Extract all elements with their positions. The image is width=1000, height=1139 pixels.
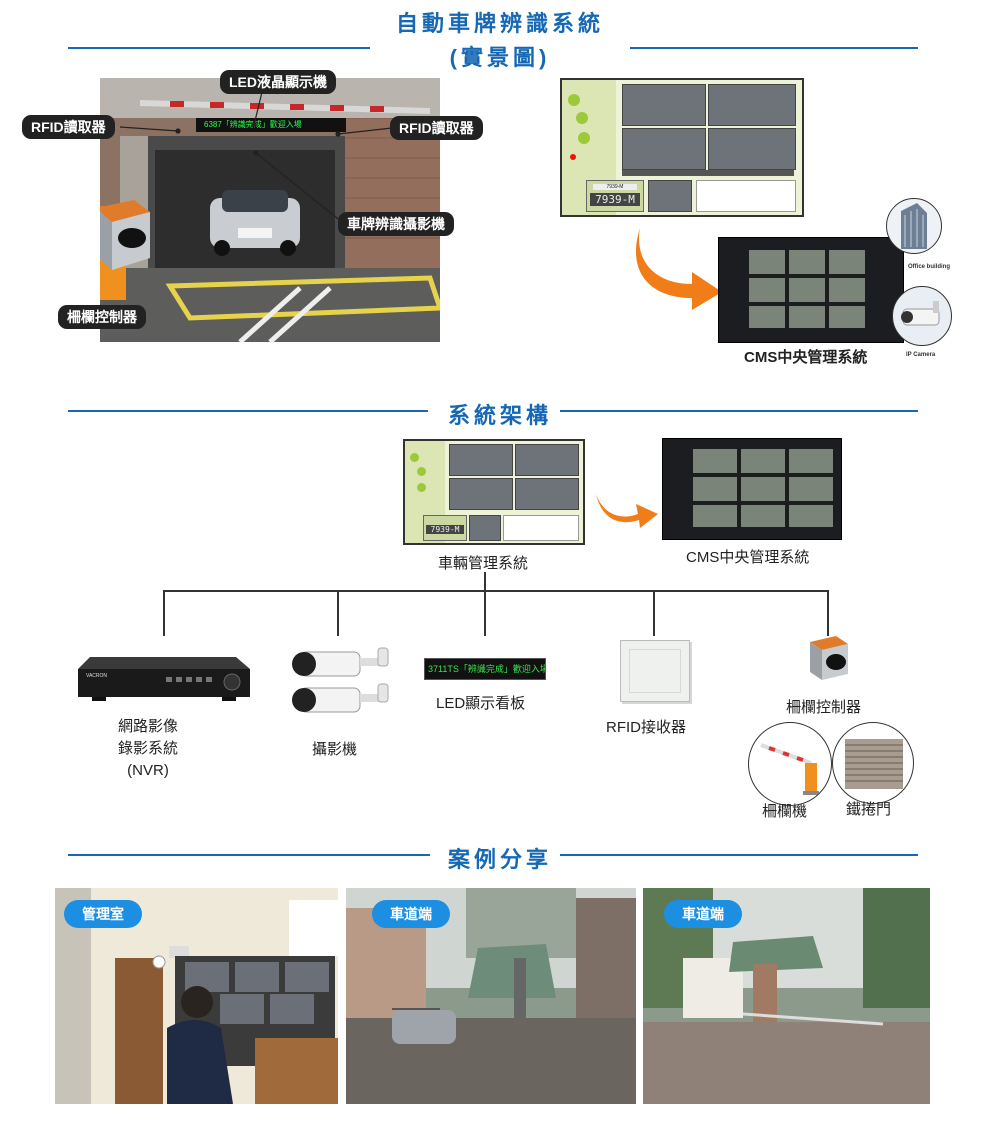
nvr-brand: VACRON [86,673,108,679]
divider-line [630,47,918,49]
nvr-label-line3: (NVR) [127,762,169,779]
screen-plate-small: 7939-M [593,184,637,190]
rfid-receiver-label: RFID接收器 [606,719,686,736]
tree-connector [484,572,486,636]
cms-label-arch: CMS中央管理系統 [686,549,810,566]
gate-controller-label: 柵欄控制器 [786,699,862,716]
rfid-reader-right-tag: RFID讀取器 [390,116,483,140]
led-board-label: LED顯示看板 [436,695,526,712]
screen-plate-display: 7939-M [590,193,640,206]
nvr-device: VACRON [76,655,252,705]
section-title-line2: (實景圖) [449,45,551,70]
barrier-label: 柵欄機 [762,803,808,820]
arch-cms-screen [662,438,842,540]
nvr-label-line2: 錄影系統 [118,740,179,757]
tree-connector [163,590,828,592]
bullet-camera-icon [286,642,394,722]
case-tag-control-room: 管理室 [64,900,142,928]
tree-connector [827,590,829,636]
case-tag-driveway-2: 車道端 [664,900,742,928]
tree-connector [653,590,655,636]
led-board-device: 3711TS「辨識完成」歡迎入場 [424,658,546,680]
ip-camera-label: IP Camera [906,352,936,358]
cms-screen [718,237,904,343]
gate-controller-device [100,198,152,272]
section-title-architecture: 系統架構 [447,403,552,428]
callout-lines [119,91,393,223]
section-title-cases: 案例分享 [447,847,552,872]
barrier-gate-icon [748,722,832,806]
divider-line [68,410,428,412]
flow-arrow-icon [635,228,722,310]
arch-screen-plate: 7939-M [426,525,464,534]
flow-arrow-icon [596,494,658,528]
gate-controller-icon [806,634,852,682]
cms-label-top: CMS中央管理系統 [744,349,868,366]
divider-line [560,410,918,412]
tree-connector [337,590,339,636]
case-photo-driveway-2 [643,888,930,1104]
tree-connector [163,590,165,636]
ip-camera-icon [892,286,952,346]
arch-vehicle-screen: 7939-M [403,439,585,545]
section-title-realscene: 自動車牌辨識系統 (實景圖) [0,6,1000,72]
led-display-tag: LED液晶顯示機 [220,70,336,94]
vehicle-management-label: 車輛管理系統 [438,555,529,572]
office-building-label: Office building [908,264,950,270]
nvr-label-line1: 網路影像 [118,718,179,735]
camera-label: 攝影機 [312,741,358,758]
vehicle-management-screen: 7939-M 7939-M [560,78,804,217]
rfid-reader-left-tag: RFID讀取器 [22,115,115,139]
nvr-label: 網路影像 錄影系統 (NVR) [118,716,178,782]
case-tag-driveway-1: 車道端 [372,900,450,928]
gate-controller-tag: 柵欄控制器 [58,305,146,329]
rfid-receiver-device [620,640,690,702]
office-building-icon [886,198,942,254]
divider-line [68,47,370,49]
divider-line [68,854,430,856]
divider-line [560,854,918,856]
section-title-line1: 自動車牌辨識系統 [395,11,604,36]
rolling-door-icon [832,722,914,804]
plate-camera-tag: 車牌辨識攝影機 [338,212,454,236]
rolling-door-label: 鐵捲門 [846,801,892,818]
led-board-text: 3711TS「辨識完成」歡迎入場 [428,664,545,674]
